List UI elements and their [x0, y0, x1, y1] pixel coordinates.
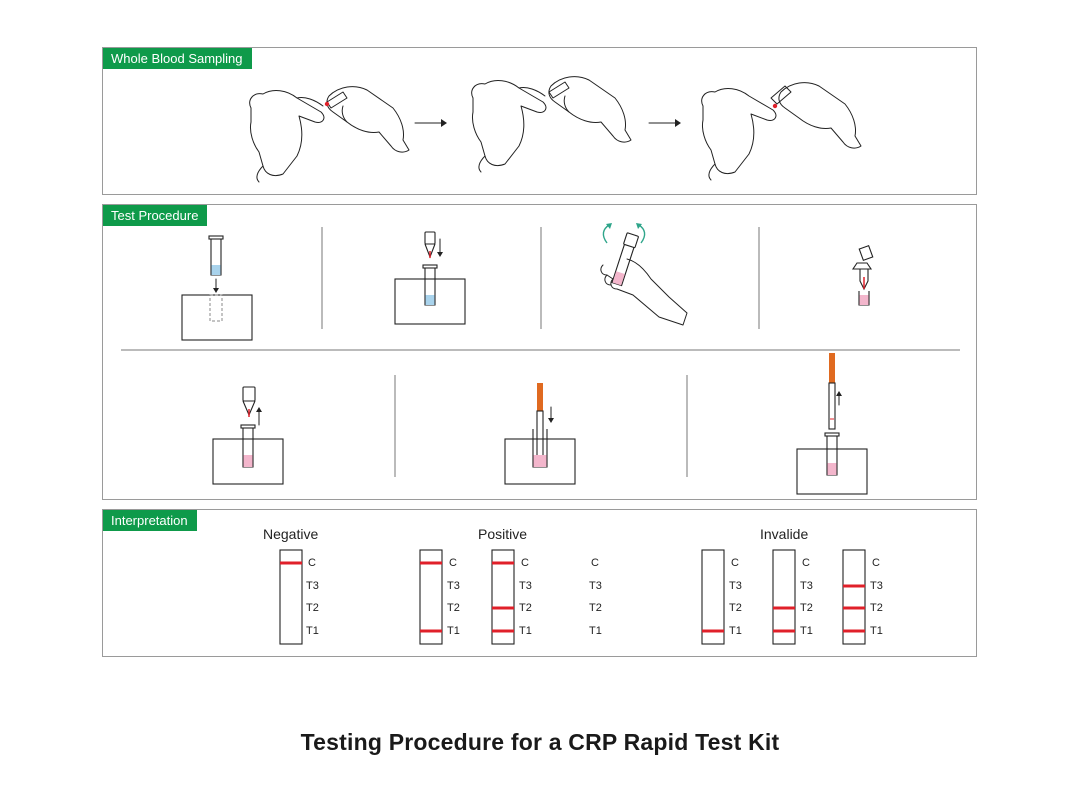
- band-label-c: C: [308, 557, 316, 569]
- band-label-c: C: [591, 557, 599, 569]
- tube-icon: [422, 264, 438, 306]
- rotate-icon: [602, 224, 610, 244]
- sampling-illustration: [249, 76, 862, 183]
- band-label-t3: T3: [306, 580, 319, 592]
- result-strip-negative: [279, 549, 303, 645]
- band-label-t3: T3: [519, 580, 532, 592]
- band-label-t2: T2: [870, 602, 883, 614]
- test-procedure-panel: Test Procedure: [102, 204, 977, 500]
- whole-blood-sampling-panel: Whole Blood Sampling: [102, 47, 977, 195]
- tube-icon: [532, 429, 548, 468]
- procedure-step-7: [796, 353, 868, 495]
- negative-label: Negative: [263, 526, 319, 542]
- band-label-t1: T1: [800, 625, 813, 637]
- band-label-t1: T1: [589, 625, 602, 637]
- sampling-step-1: [249, 86, 410, 183]
- tube-icon: [240, 424, 256, 468]
- dropper-icon: [424, 231, 436, 259]
- interpretation-panel: Interpretation Negative Positive Invalid…: [102, 509, 977, 657]
- band-label-t2: T2: [589, 602, 602, 614]
- band-label-t1: T1: [870, 625, 883, 637]
- band-label-t1: T1: [729, 625, 742, 637]
- test-strip-icon: [536, 383, 544, 462]
- hand-icon: [600, 258, 688, 326]
- dropper-icon: [770, 85, 792, 105]
- hand-icon: [701, 88, 777, 175]
- band-label-t1: T1: [306, 625, 319, 637]
- dropper-icon: [242, 386, 256, 417]
- invalid-label: Invalide: [760, 526, 809, 542]
- band-label-t2: T2: [800, 602, 813, 614]
- procedure-step-3: [600, 223, 688, 326]
- band-label-t2: T2: [306, 602, 319, 614]
- procedure-illustration: [121, 223, 960, 495]
- band-label-t1: T1: [447, 625, 460, 637]
- band-label-t1: T1: [519, 625, 532, 637]
- box: [504, 438, 576, 485]
- result-strip-invalid-3: [842, 549, 866, 645]
- lancet-icon: [548, 81, 570, 99]
- arrow-right-icon: [648, 119, 681, 127]
- figure-caption: Testing Procedure for a CRP Rapid Test K…: [300, 729, 780, 755]
- hand-icon: [548, 76, 632, 143]
- band-label-t3: T3: [800, 580, 813, 592]
- box: [796, 448, 868, 495]
- interpretation-tag: Interpretation: [103, 510, 197, 531]
- procedure-step-2: [394, 231, 466, 325]
- result-strips: [279, 549, 866, 645]
- band-label-c: C: [521, 557, 529, 569]
- lancet-icon: [326, 91, 348, 109]
- band-label-c: C: [731, 557, 739, 569]
- band-label-t3: T3: [870, 580, 883, 592]
- rotate-icon: [638, 224, 646, 244]
- band-label-t3: T3: [447, 580, 460, 592]
- band-label-t2: T2: [729, 602, 742, 614]
- procedure-step-1: [181, 235, 253, 341]
- fingertip-icon: [324, 101, 330, 107]
- test-strip-icon: [828, 353, 836, 430]
- result-strip-positive-2: [491, 549, 515, 645]
- result-strip-positive-1: [419, 549, 443, 645]
- band-label-t3: T3: [729, 580, 742, 592]
- band-label-c: C: [872, 557, 880, 569]
- band-label-t2: T2: [447, 602, 460, 614]
- sampling-step-3: [701, 82, 862, 181]
- positive-label: Positive: [478, 526, 528, 542]
- test-procedure-tag: Test Procedure: [103, 205, 208, 226]
- hand-icon: [778, 82, 862, 149]
- cap: [858, 244, 874, 262]
- tube-icon: [611, 232, 639, 287]
- box: [212, 438, 284, 485]
- arrow-right-icon: [414, 119, 447, 127]
- band-label-c: C: [802, 557, 810, 569]
- result-strip-invalid-2: [772, 549, 796, 645]
- result-strip-invalid-1: [701, 549, 725, 645]
- fingertip-icon: [772, 103, 778, 109]
- box: [394, 278, 466, 325]
- tube-icon: [208, 235, 224, 276]
- procedure-step-4: [851, 244, 874, 306]
- band-label-t2: T2: [519, 602, 532, 614]
- whole-blood-sampling-tag: Whole Blood Sampling: [103, 48, 252, 69]
- tube-icon: [824, 432, 840, 476]
- hand-icon: [326, 86, 410, 153]
- hand-icon: [471, 80, 547, 167]
- procedure-step-6: [504, 383, 576, 485]
- hand-icon: [249, 90, 325, 177]
- box: [181, 294, 253, 341]
- tube-icon: [851, 262, 873, 306]
- procedure-step-5: [212, 386, 284, 485]
- band-label-t3: T3: [589, 580, 602, 592]
- sampling-step-2: [471, 76, 632, 173]
- band-label-c: C: [449, 557, 457, 569]
